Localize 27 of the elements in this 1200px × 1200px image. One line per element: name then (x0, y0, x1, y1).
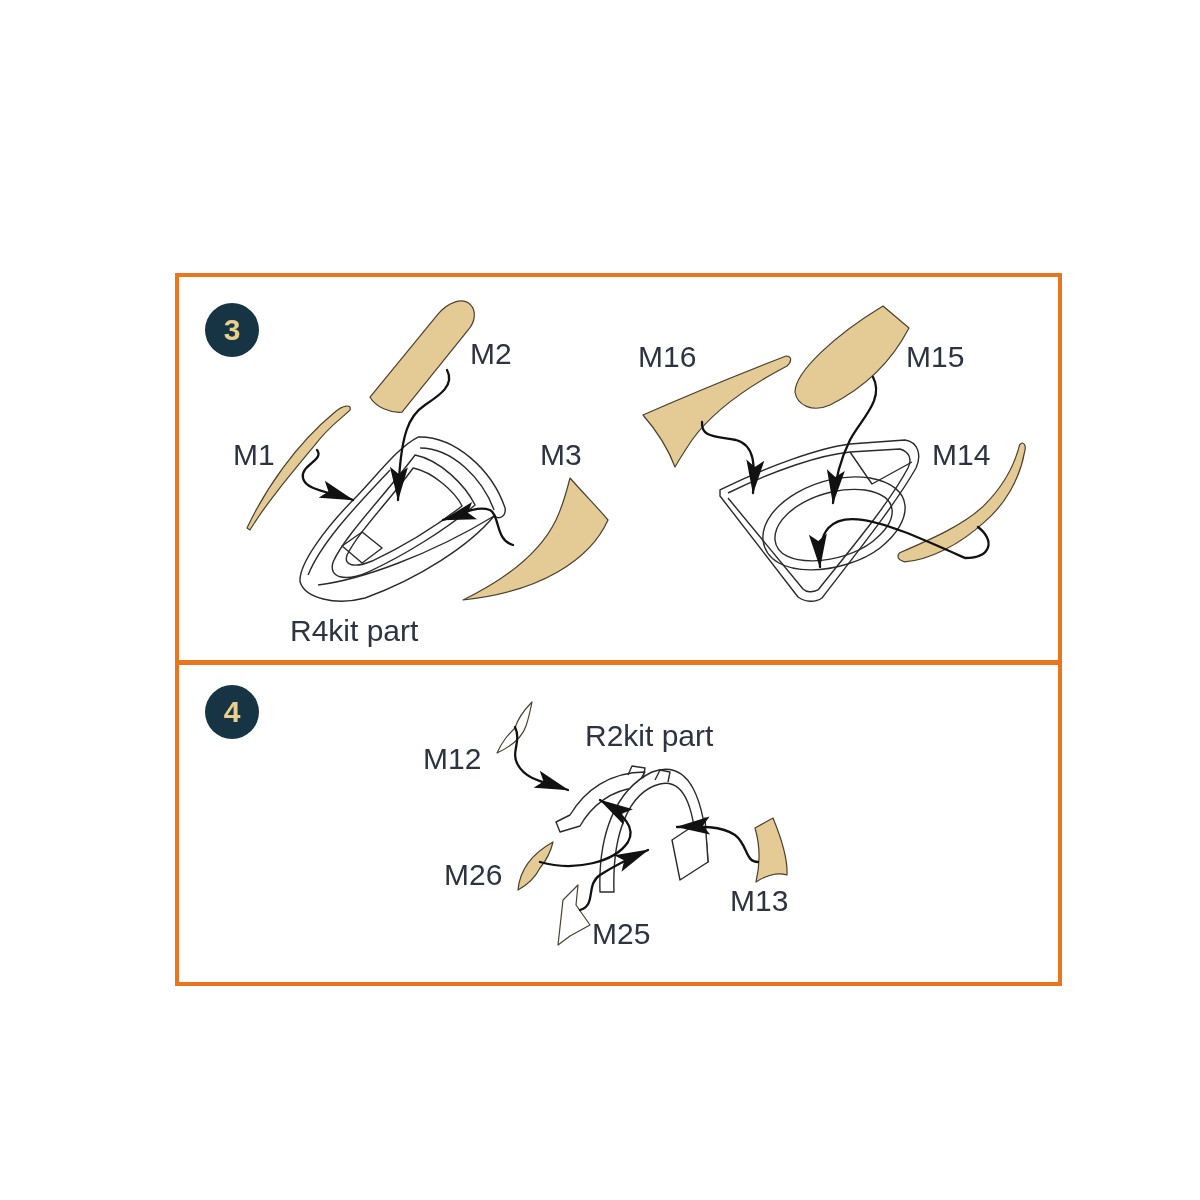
arrow (675, 816, 760, 864)
arrow (811, 518, 990, 569)
part-label: M1 (233, 438, 275, 472)
part-label: M12 (423, 742, 482, 776)
arrow (827, 375, 878, 505)
part-label: M3 (540, 438, 582, 472)
arrow (441, 501, 515, 547)
step-number-badge: 4 (205, 685, 259, 739)
arrow (700, 420, 765, 495)
step-panel (175, 660, 1062, 986)
part-label: R4kit part (290, 614, 419, 648)
arrow (301, 448, 355, 502)
arrow (538, 798, 633, 868)
arrow (578, 848, 650, 912)
part-label: M25 (592, 917, 651, 951)
arrow (390, 368, 451, 502)
step-number-badge: 3 (205, 303, 259, 357)
arrow (513, 725, 570, 792)
part-label: M15 (906, 340, 965, 374)
part-label: M13 (730, 884, 789, 918)
part-label: M26 (444, 858, 503, 892)
canopy-drawing (718, 438, 921, 604)
part-label: M14 (932, 438, 991, 472)
part-label: M16 (638, 340, 697, 374)
part-label: M2 (470, 337, 512, 371)
step-panel (175, 273, 1062, 665)
part-label: R2kit part (585, 719, 714, 753)
